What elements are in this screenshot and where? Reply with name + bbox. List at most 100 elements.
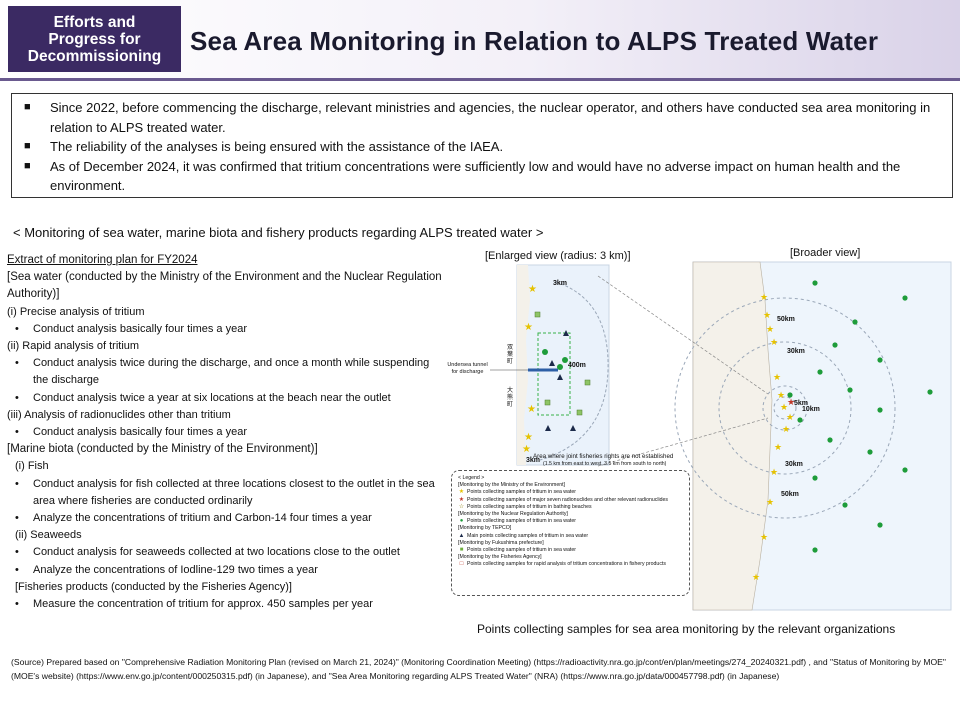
- fukushima-point: [576, 409, 583, 416]
- zoom-connector: [597, 417, 769, 467]
- source-note: (Source) Prepared based on "Comprehensiv…: [11, 657, 946, 681]
- legend-group: [Monitoring by the Fisheries Agency]: [458, 554, 542, 561]
- plan-subsection: (ii) Seaweeds: [15, 529, 82, 542]
- summary-box: Since 2022, before commencing the discha…: [11, 93, 953, 198]
- moe-star-icon: ★: [766, 497, 774, 507]
- triangle-icon: ▲: [458, 532, 465, 539]
- nra-point: [812, 547, 818, 553]
- legend-title: < Legend >: [458, 475, 485, 481]
- moe-star-icon: ★: [777, 390, 785, 400]
- nra-point: [847, 387, 853, 393]
- zoom-connector: [597, 275, 769, 395]
- ring-50km: [674, 297, 896, 519]
- moe-star-icon: ★: [780, 402, 788, 412]
- beach-star-icon: ★: [524, 322, 533, 333]
- page-title: Sea Area Monitoring in Relation to ALPS …: [190, 26, 879, 56]
- label-50km-top: 50km: [777, 316, 795, 323]
- label-10km: 10km: [802, 406, 820, 413]
- moe-star-icon: ★: [760, 292, 768, 302]
- broader-moe-stars: ★ ★ ★ ★ ★ ★ ★ ★ ★ ★ ★ ★ ★ ★: [752, 292, 794, 582]
- summary-item: Since 2022, before commencing the discha…: [20, 98, 944, 137]
- header-rule: [0, 78, 960, 81]
- summary-item: As of December 2024, it was confirmed th…: [20, 157, 944, 196]
- label-30km-bottom: 30km: [785, 461, 803, 468]
- nra-point: [812, 280, 818, 286]
- nra-point: [877, 522, 883, 528]
- moe-star-icon: ★: [774, 442, 782, 452]
- tepco-point: [545, 425, 551, 431]
- legend-item: Main points collecting samples of tritiu…: [467, 532, 589, 539]
- nra-point: [927, 389, 933, 395]
- fukushima-point: [544, 399, 551, 406]
- moe-star-icon: ★: [760, 532, 768, 542]
- town-label: 双葉町: [507, 345, 514, 365]
- plan-bullet: Conduct analysis basically four times a …: [7, 321, 447, 338]
- plan-title: Extract of monitoring plan for FY2024: [7, 254, 198, 266]
- legend-group: [Monitoring by the Ministry of the Envir…: [458, 482, 565, 489]
- beach-star-icon: ★: [528, 284, 537, 295]
- enlarged-coastline: [517, 265, 530, 465]
- legend-item: Points collecting samples of tritium in …: [467, 518, 576, 525]
- plan-bullet: Conduct analysis twice during the discha…: [7, 355, 447, 389]
- nra-point: [877, 407, 883, 413]
- star-icon: ★: [458, 489, 465, 496]
- plan-subsection: (ii) Rapid analysis of tritium: [7, 340, 140, 353]
- plan-section-marine-biota: [Marine biota (conducted by the Ministry…: [7, 443, 318, 456]
- no-fishing-area: [537, 332, 571, 416]
- nra-point: [557, 364, 563, 370]
- label-400m: 400m: [568, 362, 586, 369]
- moe-star-icon: ★: [752, 572, 760, 582]
- label-50km-bottom: 50km: [781, 491, 799, 498]
- tepco-point: [557, 374, 563, 380]
- nra-point: [562, 357, 568, 363]
- plan-bullet: Conduct analysis for seaweeds collected …: [7, 544, 447, 561]
- circle-icon: ●: [459, 518, 464, 525]
- broader-nra-points: [787, 280, 933, 553]
- tepco-point: [563, 330, 569, 336]
- plan-bullet: Analyze the concentrations of Iodline-12…: [7, 562, 447, 579]
- moe-star-icon: ★: [766, 324, 774, 334]
- nra-point: [542, 349, 548, 355]
- moe-star-icon: ★: [773, 372, 781, 382]
- nra-point: [902, 295, 908, 301]
- nra-point: [842, 502, 848, 508]
- section-badge: Efforts and Progress for Decommissioning: [8, 6, 181, 72]
- map-caption: Points collecting samples for sea area m…: [477, 622, 896, 636]
- legend-item: Points collecting samples of tritium in …: [467, 489, 576, 496]
- plan-subsection: (i) Fish: [15, 460, 49, 473]
- npp-marker-icon: ★: [787, 397, 795, 407]
- star-icon: ☆: [458, 503, 465, 510]
- tepco-point: [570, 425, 576, 431]
- plan-section-fisheries: [Fisheries products (conducted by the Fi…: [15, 580, 292, 593]
- plan-bullet: Measure the concentration of tritium for…: [7, 596, 447, 613]
- plan-bullet: Conduct analysis basically four times a …: [7, 424, 447, 441]
- moe-star-icon: ★: [786, 412, 794, 422]
- square-icon: ■: [459, 547, 464, 554]
- nra-point: [832, 342, 838, 348]
- nra-point: [902, 467, 908, 473]
- legend-group: [Monitoring by the Nuclear Regulation Au…: [458, 511, 568, 518]
- legend-item: Points collecting samples of major seven…: [467, 496, 668, 503]
- plan-subsection: (iii) Analysis of radionuclides other th…: [7, 408, 231, 421]
- nra-point: [877, 357, 883, 363]
- moe-star-icon: ★: [770, 467, 778, 477]
- tunnel-label: Undersea tunnel for discharge: [447, 362, 488, 375]
- ring-10km: [762, 385, 808, 431]
- plan-bullet: Conduct analysis twice a year at six loc…: [7, 390, 447, 407]
- label-5km: 5km: [794, 400, 809, 407]
- label-3km-top: 3km: [553, 280, 568, 287]
- plan-section-sea-water: [Sea water (conducted by the Ministry of…: [7, 271, 442, 301]
- label-3km-bottom: 3km: [526, 457, 541, 464]
- town-label: 大熊町: [507, 388, 514, 408]
- legend-item: Points collecting samples of tritium in …: [467, 503, 592, 510]
- plan-subsection: (i) Precise analysis of tritium: [7, 305, 145, 318]
- broader-view-label: [Broader view]: [790, 247, 861, 259]
- section-subtitle: < Monitoring of sea water, marine biota …: [13, 225, 544, 240]
- legend-group: [Monitoring by TEPCO]: [458, 525, 512, 532]
- fukushima-point: [534, 311, 541, 318]
- moe-star-icon: ★: [770, 337, 778, 347]
- broader-coastline: [692, 261, 773, 611]
- nra-point: [817, 369, 823, 375]
- nra-point: [867, 449, 873, 455]
- area-label: Area where joint fisheries rights are no…: [533, 453, 674, 460]
